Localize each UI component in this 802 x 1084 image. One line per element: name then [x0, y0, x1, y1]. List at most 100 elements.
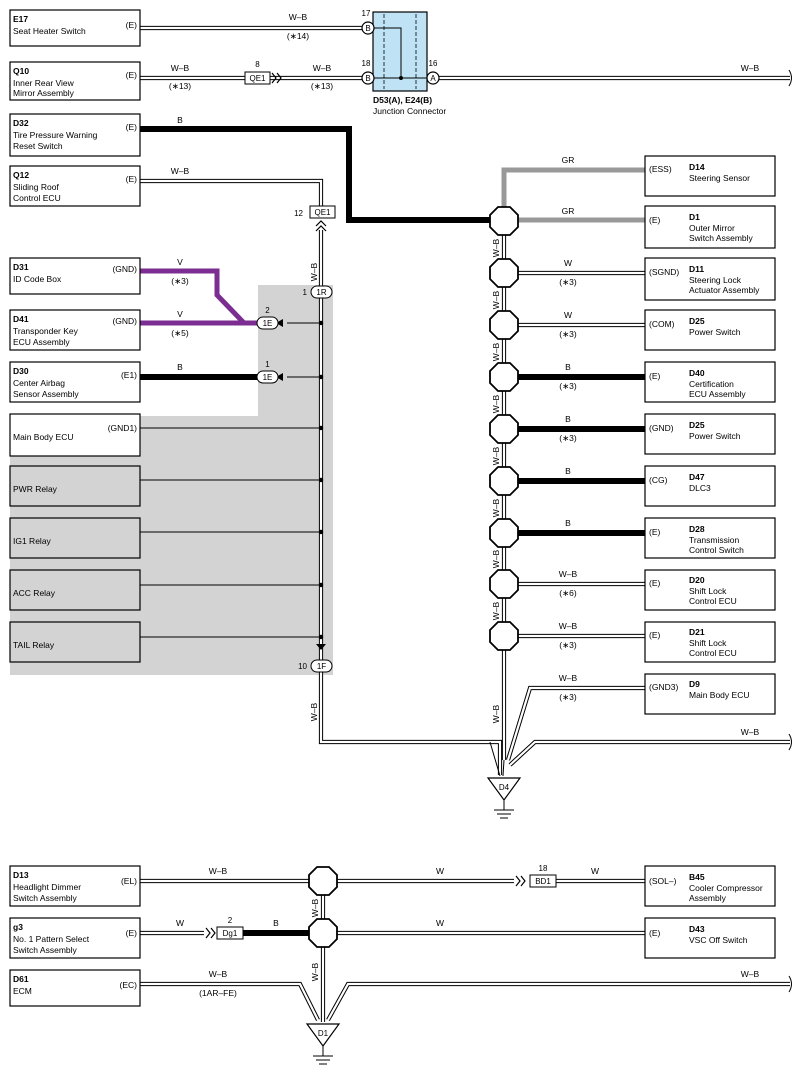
svg-text:Headlight Dimmer: Headlight Dimmer	[13, 882, 81, 892]
connector-dg1: Dg1 2	[205, 916, 244, 940]
svg-text:(E): (E)	[126, 70, 138, 80]
svg-text:QE1: QE1	[314, 208, 331, 217]
relay-tail: TAIL Relay	[9, 621, 141, 663]
svg-text:B: B	[565, 518, 571, 528]
component-d30: D30 Center Airbag Sensor Assembly (E1)	[9, 361, 141, 403]
svg-text:Main Body ECU: Main Body ECU	[689, 690, 749, 700]
svg-text:D9: D9	[689, 679, 700, 689]
svg-text:ECU Assembly: ECU Assembly	[13, 337, 70, 347]
svg-text:W–B: W–B	[741, 727, 760, 737]
svg-text:Seat Heater Switch: Seat Heater Switch	[13, 26, 86, 36]
svg-text:D43: D43	[689, 924, 705, 934]
component-d13: D13 Headlight Dimmer Switch Assembly (EL…	[9, 865, 141, 907]
component-d32: D32 Tire Pressure Warning Reset Switch (…	[9, 113, 141, 157]
svg-text:ECM: ECM	[13, 986, 32, 996]
svg-text:W–B: W–B	[491, 498, 501, 517]
component-d11: (SGND) D11 Steering Lock Actuator Assemb…	[644, 257, 776, 301]
svg-text:18: 18	[362, 59, 371, 68]
svg-text:D13: D13	[13, 870, 29, 880]
svg-text:B: B	[273, 918, 279, 928]
connector-1e-b: 1E 1	[256, 360, 279, 384]
component-d1: (E) D1 Outer Mirror Switch Assembly	[644, 205, 776, 249]
svg-text:Main Body ECU: Main Body ECU	[13, 432, 73, 442]
component-d40: (E) D40 Certification ECU Assembly	[644, 361, 776, 403]
component-q10: Q10 Inner Rear View Mirror Assembly (E)	[9, 61, 141, 101]
component-d31: D31 ID Code Box (GND)	[9, 257, 141, 295]
svg-text:W: W	[564, 258, 572, 268]
svg-text:Control ECU: Control ECU	[689, 596, 737, 606]
svg-text:DLC3: DLC3	[689, 483, 711, 493]
svg-text:W: W	[436, 866, 444, 876]
svg-text:16: 16	[429, 59, 438, 68]
svg-text:Center Airbag: Center Airbag	[13, 378, 65, 388]
connector-qe1-top: QE1 8	[244, 60, 282, 85]
svg-text:(∗3): (∗3)	[559, 692, 577, 702]
svg-text:Tire Pressure Warning: Tire Pressure Warning	[13, 130, 98, 140]
component-d20: (E) D20 Shift Lock Control ECU	[644, 569, 776, 611]
svg-text:B: B	[565, 362, 571, 372]
wire-d32-black	[140, 126, 496, 223]
continuation-marks	[788, 69, 792, 993]
svg-text:(E): (E)	[649, 371, 661, 381]
component-d14: (ESS) D14 Steering Sensor	[644, 155, 776, 197]
component-d21: (E) D21 Shift Lock Control ECU	[644, 621, 776, 663]
junction-title: D53(A), E24(B)	[373, 95, 432, 105]
svg-text:W–B: W–B	[310, 962, 320, 981]
svg-text:ID Code Box: ID Code Box	[13, 274, 62, 284]
svg-text:B: B	[565, 414, 571, 424]
svg-text:B: B	[365, 24, 370, 33]
svg-text:VSC Off Switch: VSC Off Switch	[689, 935, 748, 945]
svg-text:W–B: W–B	[209, 969, 228, 979]
component-d25-gnd: (GND) D25 Power Switch	[644, 413, 776, 455]
component-d61: D61 ECM (EC)	[9, 969, 141, 1007]
svg-text:(COM): (COM)	[649, 319, 675, 329]
svg-text:TAIL Relay: TAIL Relay	[13, 640, 55, 650]
svg-text:(ESS): (ESS)	[649, 164, 672, 174]
connector-1f: 1F 10	[298, 644, 333, 673]
svg-text:E17: E17	[13, 14, 28, 24]
component-d25-com: (COM) D25 Power Switch	[644, 309, 776, 351]
svg-text:W–B: W–B	[491, 238, 501, 257]
svg-text:W–B: W–B	[289, 12, 308, 22]
svg-text:B: B	[177, 115, 183, 125]
component-d9: (GND3) D9 Main Body ECU	[644, 673, 776, 715]
svg-text:W–B: W–B	[491, 394, 501, 413]
svg-text:W–B: W–B	[491, 549, 501, 568]
component-main-body-ecu: Main Body ECU (GND1)	[9, 413, 141, 457]
wire-q12	[140, 178, 324, 286]
svg-text:1E: 1E	[263, 319, 273, 328]
svg-text:W–B: W–B	[741, 969, 760, 979]
svg-text:B: B	[565, 466, 571, 476]
svg-text:Sliding Roof: Sliding Roof	[13, 182, 59, 192]
svg-text:18: 18	[539, 864, 548, 873]
svg-text:B45: B45	[689, 872, 705, 882]
svg-text:W: W	[436, 918, 444, 928]
junction-subtitle: Junction Connector	[373, 106, 446, 116]
svg-text:1: 1	[265, 360, 270, 369]
svg-text:(EL): (EL)	[121, 876, 137, 886]
svg-text:BD1: BD1	[535, 877, 551, 886]
svg-text:10: 10	[298, 662, 307, 671]
svg-text:Shift Lock: Shift Lock	[689, 638, 727, 648]
svg-text:Sensor Assembly: Sensor Assembly	[13, 389, 79, 399]
svg-text:(E): (E)	[126, 20, 138, 30]
wire-1f-to-d4	[318, 672, 503, 775]
svg-text:(GND): (GND)	[112, 264, 137, 274]
svg-text:(GND1): (GND1)	[108, 423, 137, 433]
svg-text:W–B: W–B	[309, 262, 319, 281]
svg-text:Actuator Assembly: Actuator Assembly	[689, 285, 760, 295]
svg-text:(E): (E)	[649, 578, 661, 588]
svg-text:W–B: W–B	[209, 866, 228, 876]
ground-d1-label: D1	[318, 1029, 329, 1038]
svg-text:D32: D32	[13, 118, 29, 128]
svg-text:Power Switch: Power Switch	[689, 327, 741, 337]
svg-text:V: V	[177, 257, 183, 267]
wire-labels: W–B (∗14) W–B (∗13) W–B (∗13) W–B B W–B …	[169, 12, 760, 998]
component-d28: (E) D28 Transmission Control Switch	[644, 517, 776, 559]
svg-text:D41: D41	[13, 314, 29, 324]
svg-text:(GND): (GND)	[112, 316, 137, 326]
svg-text:(CG): (CG)	[649, 475, 668, 485]
svg-text:W–B: W–B	[559, 621, 578, 631]
svg-text:12: 12	[294, 209, 303, 218]
